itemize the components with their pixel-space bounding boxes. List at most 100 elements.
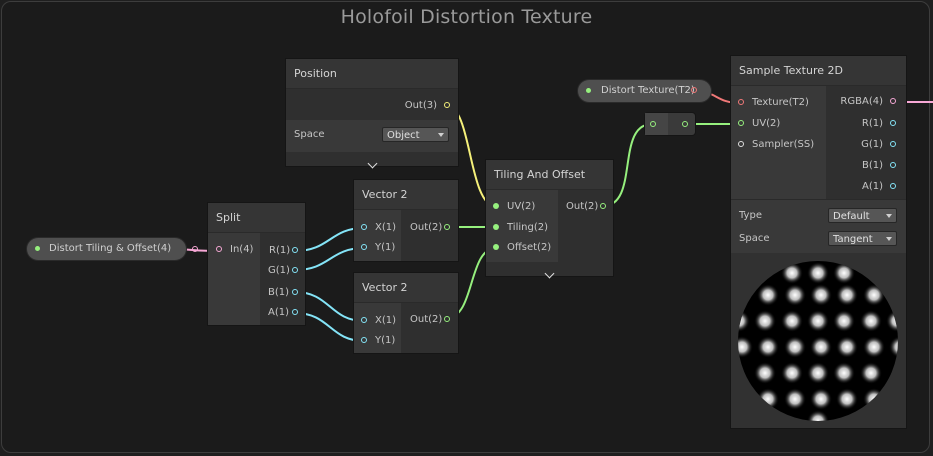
preview-spot — [860, 362, 882, 384]
port-icon — [738, 141, 744, 147]
preview-spot — [784, 388, 806, 410]
preview-spot — [863, 284, 885, 306]
preview-spot — [757, 284, 779, 306]
reroute-node[interactable] — [645, 113, 695, 135]
preview-spot — [863, 336, 885, 358]
vector2-inputs — [354, 303, 401, 353]
port-label: B(1) — [268, 287, 290, 298]
split-g-port[interactable]: G(1) — [260, 261, 305, 281]
port-icon — [738, 99, 744, 105]
reroute-input[interactable] — [645, 113, 668, 135]
sample-rgba-port[interactable]: RGBA(4) — [826, 92, 906, 112]
preview-spot — [781, 310, 803, 332]
port-label: X(1) — [375, 222, 397, 233]
port-icon — [361, 317, 367, 323]
group-title[interactable]: Holofoil Distortion Texture — [340, 6, 593, 28]
tiling-offset-node[interactable]: Tiling And Offset UV(2) Tiling(2) Offset… — [486, 160, 613, 279]
port-icon — [444, 224, 450, 230]
type-label: Type — [739, 210, 762, 221]
node-title: Position — [286, 59, 458, 89]
distort-texture-out-port[interactable] — [691, 87, 697, 93]
distort-texture-property[interactable]: Distort Texture(T2) — [578, 80, 711, 102]
preview-spot — [833, 310, 855, 332]
sample-sampler-port[interactable]: Sampler(SS) — [731, 135, 826, 155]
property-green-icon — [35, 246, 40, 251]
vector2-out-port[interactable]: Out(2) — [401, 310, 458, 330]
sample-uv-port[interactable]: UV(2) — [731, 114, 826, 134]
sample-g-port[interactable]: G(1) — [826, 135, 906, 155]
port-icon — [292, 289, 298, 295]
port-icon — [292, 309, 298, 315]
port-icon — [890, 162, 896, 168]
preview-spot — [807, 310, 829, 332]
distort-tiling-property[interactable]: Distort Tiling & Offset(4) — [27, 238, 198, 260]
chevron-down-icon — [438, 133, 444, 137]
vector2-x-port[interactable]: X(1) — [354, 311, 401, 331]
tiling-offset-port[interactable]: Offset(2) — [486, 238, 558, 258]
port-label: G(1) — [861, 139, 883, 150]
vector2-out-port[interactable]: Out(2) — [401, 218, 458, 238]
tiling-out-port[interactable]: Out(2) — [558, 197, 613, 217]
port-label: A(1) — [268, 307, 290, 318]
node-title: Vector 2 — [354, 273, 458, 303]
tiling-tiling-port[interactable]: Tiling(2) — [486, 218, 558, 238]
distort-texture-label: Distort Texture(T2) — [601, 85, 695, 96]
texture-preview[interactable] — [731, 253, 906, 428]
split-r-port[interactable]: R(1) — [260, 241, 305, 261]
port-label: A(1) — [861, 181, 883, 192]
preview-spot — [754, 310, 776, 332]
vector2-x-port[interactable]: X(1) — [354, 218, 401, 238]
position-outputs — [286, 89, 458, 120]
vector2-outputs — [401, 303, 458, 353]
preview-spot — [738, 336, 753, 358]
space-dropdown[interactable]: Object — [382, 127, 449, 142]
preview-spot — [836, 284, 858, 306]
divider — [731, 199, 906, 200]
position-out-port[interactable]: Out(3) — [286, 96, 458, 116]
vector2-y-port[interactable]: Y(1) — [354, 238, 401, 258]
preview-spot — [836, 336, 858, 358]
port-icon — [361, 337, 367, 343]
collapse-button[interactable] — [486, 262, 613, 279]
preview-spot — [754, 362, 776, 384]
preview-spot — [757, 336, 779, 358]
preview-spot — [757, 388, 779, 410]
reroute-output-port[interactable] — [682, 121, 688, 127]
split-b-port[interactable]: B(1) — [260, 283, 305, 303]
port-icon — [493, 224, 499, 230]
port-label: Out(2) — [410, 222, 443, 233]
port-icon — [292, 267, 298, 273]
preview-spot — [810, 336, 832, 358]
space-dropdown[interactable]: Tangent — [828, 231, 897, 246]
space-label: Space — [294, 129, 325, 140]
sample-b-port[interactable]: B(1) — [826, 156, 906, 176]
sample-a-port[interactable]: A(1) — [826, 177, 906, 197]
tiling-uv-port[interactable]: UV(2) — [486, 197, 558, 217]
port-label: R(1) — [269, 245, 291, 256]
position-node[interactable]: Position Out(3) Space Object — [286, 59, 458, 169]
vector2-node-b[interactable]: Vector 2 X(1) Y(1) Out(2) — [354, 273, 458, 353]
vector2-node-a[interactable]: Vector 2 X(1) Y(1) Out(2) — [354, 180, 458, 261]
split-a-port[interactable]: A(1) — [260, 303, 305, 323]
preview-sphere — [738, 261, 898, 421]
split-in-port[interactable]: In(4) — [208, 240, 260, 260]
port-icon — [650, 121, 656, 127]
type-dropdown[interactable]: Default — [828, 208, 897, 223]
collapse-button[interactable] — [286, 152, 458, 169]
sample-texture-port[interactable]: Texture(T2) — [731, 93, 826, 113]
tiling-outputs — [558, 190, 613, 262]
preview-spot — [810, 388, 832, 410]
sample-r-port[interactable]: R(1) — [826, 114, 906, 134]
port-icon — [444, 102, 450, 108]
vector2-inputs — [354, 210, 401, 261]
split-node[interactable]: Split In(4) R(1) G(1) B(1) A(1) — [208, 203, 305, 325]
vector2-y-port[interactable]: Y(1) — [354, 331, 401, 351]
preview-spot — [781, 362, 803, 384]
preview-spot — [889, 336, 898, 358]
preview-spot — [810, 284, 832, 306]
sample-texture-node[interactable]: Sample Texture 2D Texture(T2) UV(2) Samp… — [731, 56, 906, 428]
distort-tiling-out-port[interactable] — [192, 246, 198, 252]
sample-inputs — [731, 86, 826, 199]
port-icon — [361, 244, 367, 250]
